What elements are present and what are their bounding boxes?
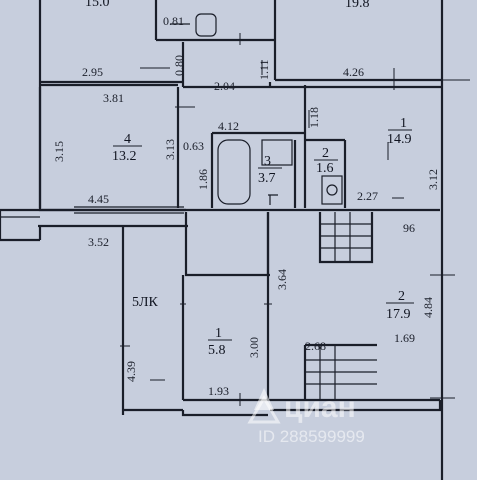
room-area: 1.6 [316, 161, 334, 176]
room-number: 3 [264, 154, 271, 169]
room-3: 3 3.7 [258, 154, 282, 186]
room-number: 4 [124, 132, 131, 147]
lk-label: 5ЛК [132, 295, 158, 310]
room-number: 2 [398, 289, 405, 304]
dim-label: 3.81 [103, 91, 124, 105]
dim-label: 3.13 [163, 139, 177, 160]
room-1-top: 1 14.9 [387, 116, 412, 147]
room-area: 3.7 [258, 171, 276, 186]
room-1-lower: 1 5.8 [208, 326, 232, 358]
dim-label: 0.81 [163, 14, 184, 28]
dim-label: 3.52 [88, 235, 109, 249]
room-number: 1 [215, 326, 222, 341]
dim-label: 3.64 [275, 269, 289, 290]
room-2-lower: 2 17.9 [386, 289, 414, 322]
dim-label: 2.95 [82, 65, 103, 79]
room-4: 4 13.2 [112, 132, 142, 164]
room-area: 17.9 [386, 307, 411, 322]
dim-label: 4.26 [343, 65, 364, 79]
dim-label: 3.15 [52, 141, 66, 162]
room-area: 5.8 [208, 343, 226, 358]
top-left-area-label: 15.0 [85, 0, 110, 10]
watermark: циан ID 288599999 [247, 388, 365, 446]
dim-label: 96 [403, 221, 415, 235]
walls [0, 0, 444, 480]
room-2-bath: 2 1.6 [314, 146, 338, 176]
dim-label: 1.11 [257, 59, 271, 80]
watermark-logo-icon [247, 388, 281, 424]
watermark-id: ID 288599999 [258, 427, 365, 446]
dim-label: 0.80 [172, 55, 186, 76]
watermark-brand: циан [284, 391, 356, 424]
dim-label: 2.04 [214, 79, 235, 93]
dim-label: 3.12 [426, 169, 440, 190]
room-area: 13.2 [112, 149, 137, 164]
top-right-area-label: 19.8 [345, 0, 370, 11]
dim-label: 1.18 [307, 107, 321, 128]
room-area: 14.9 [387, 132, 412, 147]
dim-label: 4.12 [218, 119, 239, 133]
fixtures [170, 13, 343, 205]
dim-label: 2.68 [305, 339, 326, 353]
dim-label: 4.84 [421, 297, 435, 318]
dim-label: 1.69 [394, 331, 415, 345]
dim-label: 0.63 [183, 139, 204, 153]
dim-label: 4.39 [124, 361, 138, 382]
dim-label: 4.45 [88, 192, 109, 206]
dim-label: 1.93 [208, 384, 229, 398]
dim-label: 2.27 [357, 189, 378, 203]
dim-label: 1.86 [196, 169, 210, 190]
room-number: 1 [400, 116, 407, 131]
dimension-ticks [120, 33, 470, 406]
dim-label: 3.00 [247, 337, 261, 358]
room-number: 2 [322, 146, 329, 161]
